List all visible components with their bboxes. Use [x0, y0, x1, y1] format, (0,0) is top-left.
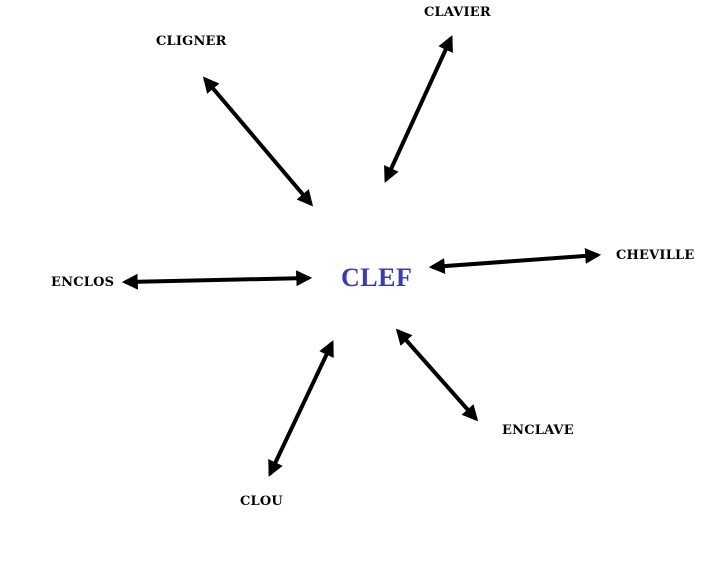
word-labels: CLEF CLIGNER CLAVIER CHEVILLE ENCLAVE CL…	[51, 5, 695, 509]
center-word: CLEF	[341, 263, 412, 292]
arrows	[121, 35, 602, 477]
arrow-clef-cheville	[428, 247, 602, 275]
word-cheville: CHEVILLE	[616, 248, 695, 263]
arrow-clef-clou	[268, 340, 334, 477]
word-cligner: CLIGNER	[156, 34, 227, 49]
arrow-clef-enclave	[395, 328, 479, 422]
arrow-clef-cligner	[202, 76, 314, 207]
word-clavier: CLAVIER	[424, 5, 491, 20]
word-enclos: ENCLOS	[51, 275, 114, 290]
arrow-clef-enclos	[121, 270, 313, 290]
word-clou: CLOU	[240, 494, 283, 509]
word-enclave: ENCLAVE	[502, 423, 574, 438]
arrow-clef-clavier	[384, 35, 453, 183]
